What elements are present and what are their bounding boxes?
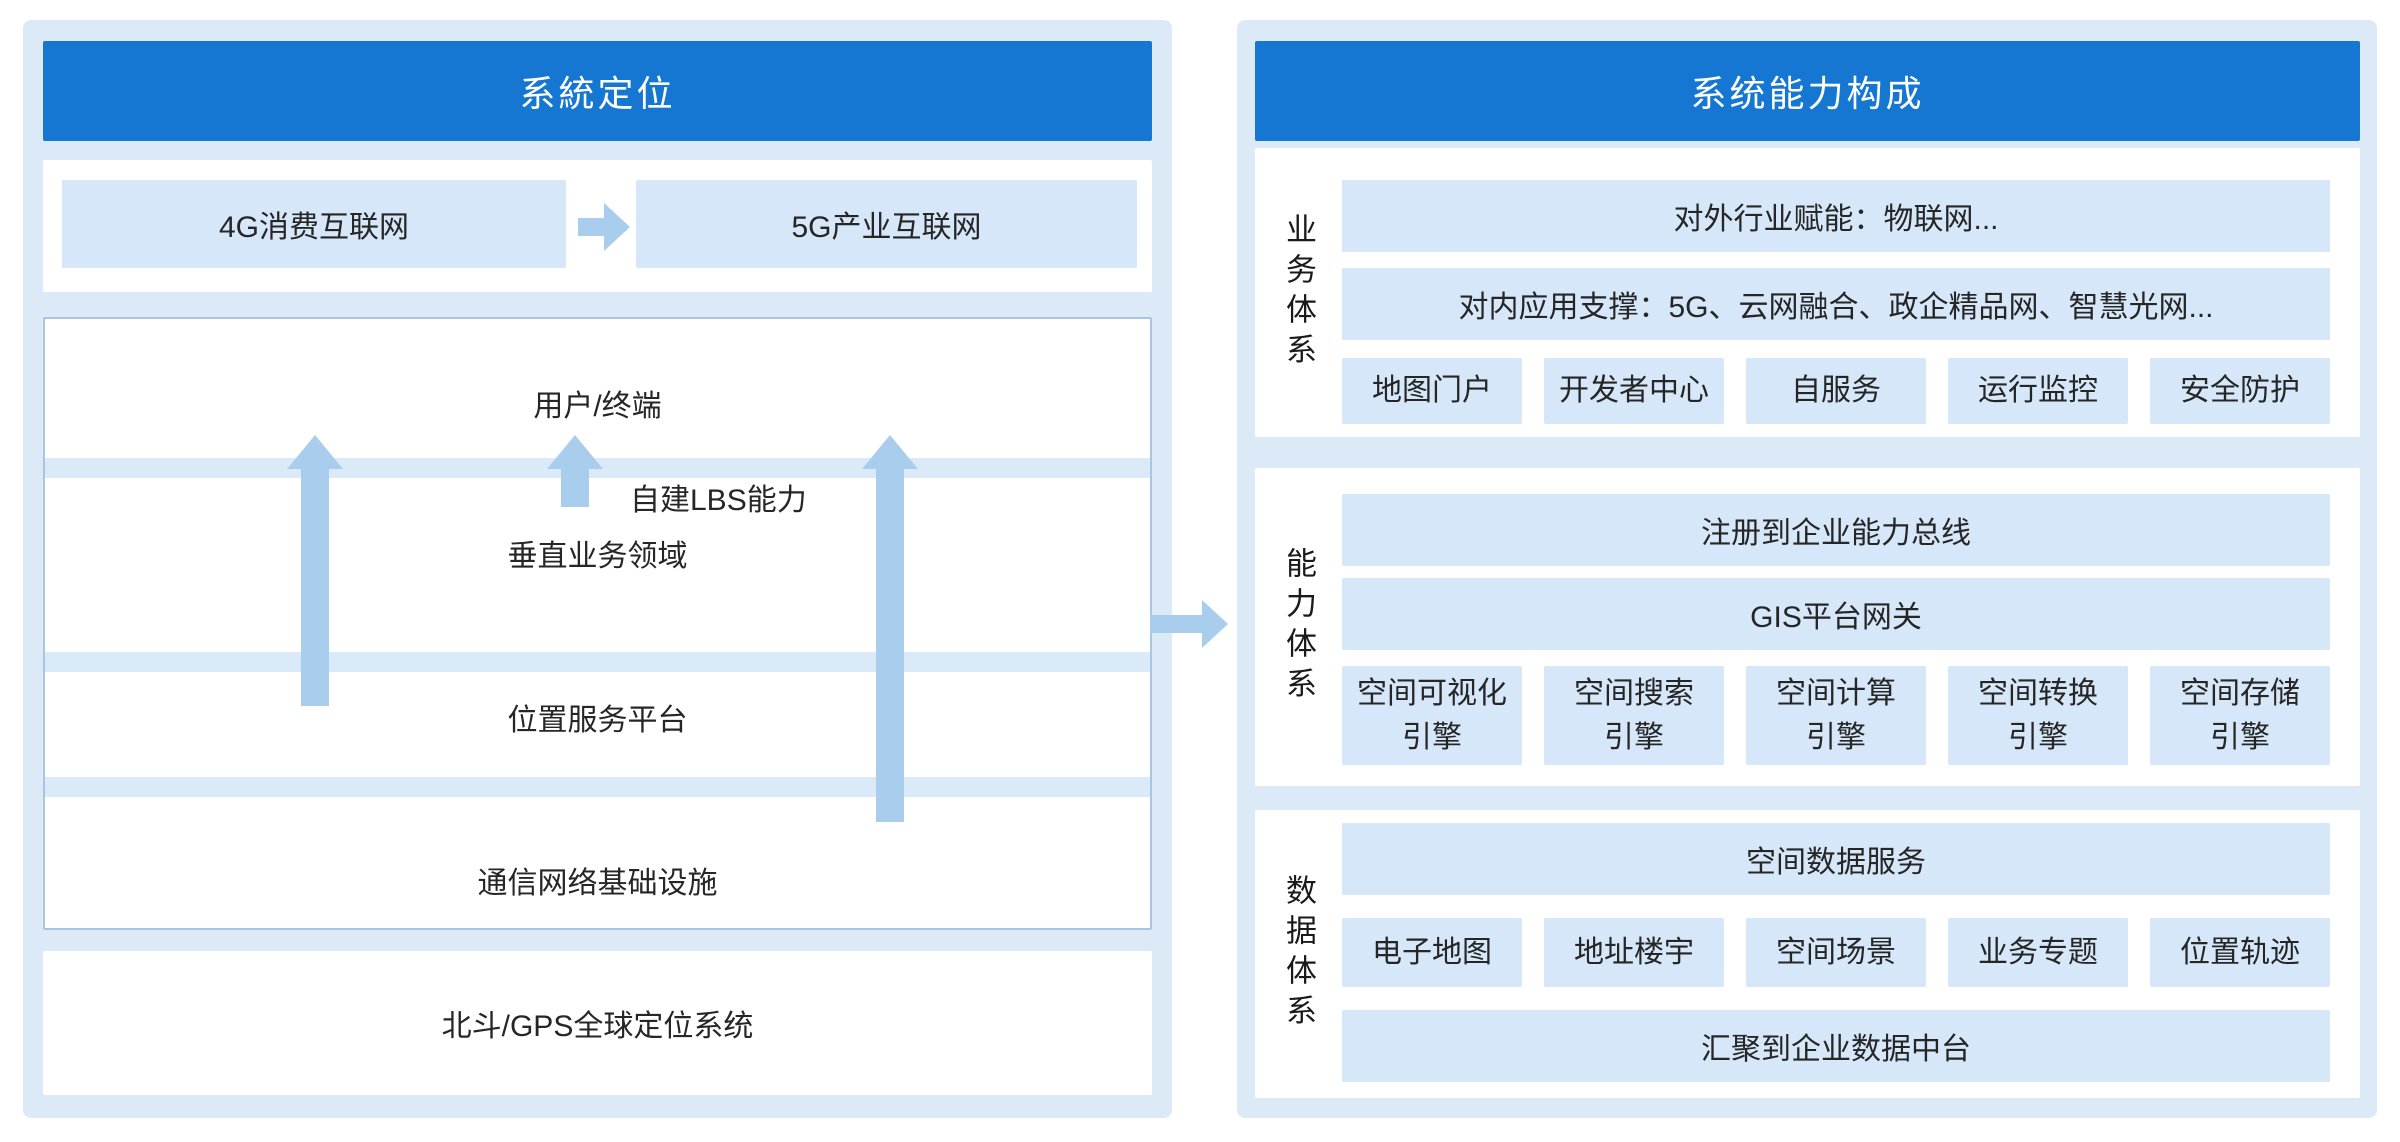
- box-beidou-gps: 北斗/GPS全球定位系统: [43, 951, 1152, 1095]
- engine-name: 空间存储: [2180, 676, 2300, 710]
- section-label-capability: 能力体系: [1281, 547, 1316, 707]
- box-spatial-search-engine: 空间搜索 引擎: [1544, 666, 1724, 765]
- layer-location-platform: 位置服务平台: [507, 704, 688, 737]
- arrow-shaft: [1150, 615, 1202, 633]
- right-panel-title: 系统能力构成: [1255, 41, 2360, 141]
- box-spatial-conversion-engine: 空间转换 引擎: [1948, 666, 2128, 765]
- engine-name: 空间计算: [1776, 676, 1896, 710]
- box-external-industry-empowerment: 对外行业赋能：物联网...: [1342, 180, 2330, 252]
- box-operation-monitoring: 运行监控: [1948, 358, 2128, 424]
- layer-network-infrastructure: 通信网络基础设施: [477, 867, 718, 900]
- box-internal-application-support: 对内应用支撑：5G、云网融合、政企精品网、智慧光网...: [1342, 268, 2330, 340]
- arrow-head: [287, 435, 343, 469]
- panels-connector-arrow-icon: [1150, 600, 1228, 648]
- arrow-head: [1202, 600, 1228, 648]
- section-capability-system: 能力体系 注册到企业能力总线 GIS平台网关 空间可视化 引擎 空间搜索 引擎 …: [1255, 468, 2360, 786]
- engine-name: 空间搜索: [1574, 676, 1694, 710]
- section-label-business: 业务体系: [1281, 212, 1316, 373]
- section-label-data: 数据体系: [1281, 874, 1316, 1034]
- box-business-topic: 业务专题: [1948, 918, 2128, 987]
- data-items-row: 电子地图 地址楼宇 空间场景 业务专题 位置轨迹: [1342, 918, 2330, 987]
- arrow-head: [547, 435, 603, 469]
- layer-divider-band: [45, 777, 1150, 797]
- box-register-capability-bus: 注册到企业能力总线: [1342, 494, 2330, 566]
- box-gis-platform-gateway: GIS平台网关: [1342, 578, 2330, 650]
- layer-divider-band: [45, 652, 1150, 672]
- box-4g-consumer-internet: 4G消费互联网: [62, 180, 566, 268]
- left-panel-title: 系統定位: [43, 41, 1152, 141]
- engine-suffix: 引擎: [2210, 720, 2270, 754]
- up-arrow-icon: [287, 435, 343, 706]
- arrow-shaft: [876, 469, 904, 822]
- engine-name: 空间可视化: [1357, 676, 1507, 710]
- up-arrow-icon: [547, 435, 603, 507]
- section-content: 注册到企业能力总线 GIS平台网关 空间可视化 引擎 空间搜索 引擎 空间计算 …: [1342, 468, 2330, 786]
- self-built-lbs-label: 自建LBS能力: [630, 484, 807, 517]
- section-business-system: 业务体系 对外行业赋能：物联网... 对内应用支撑：5G、云网融合、政企精品网、…: [1255, 148, 2360, 437]
- right-panel: 系统能力构成 业务体系 对外行业赋能：物联网... 对内应用支撑：5G、云网融合…: [1237, 20, 2377, 1118]
- arrow-shaft: [561, 469, 589, 507]
- section-content: 空间数据服务 电子地图 地址楼宇 空间场景 业务专题 位置轨迹 汇聚到企业数据中…: [1342, 810, 2330, 1098]
- arrow-head: [604, 203, 630, 251]
- business-items-row: 地图门户 开发者中心 自服务 运行监控 安全防护: [1342, 358, 2330, 424]
- box-developer-center: 开发者中心: [1544, 358, 1724, 424]
- engine-name: 空间转换: [1978, 676, 2098, 710]
- box-self-service: 自服务: [1746, 358, 1926, 424]
- section-content: 对外行业赋能：物联网... 对内应用支撑：5G、云网融合、政企精品网、智慧光网.…: [1342, 148, 2330, 437]
- arrow-shaft: [301, 469, 329, 706]
- box-spatial-data-service: 空间数据服务: [1342, 823, 2330, 895]
- arrow-head: [862, 435, 918, 469]
- box-location-trajectory: 位置轨迹: [2150, 918, 2330, 987]
- box-security-protection: 安全防护: [2150, 358, 2330, 424]
- box-map-portal: 地图门户: [1342, 358, 1522, 424]
- box-5g-industrial-internet: 5G产业互联网: [636, 180, 1137, 268]
- layer-user-terminal: 用户/终端: [533, 390, 662, 423]
- evolution-row: 4G消费互联网 5G产业互联网: [43, 160, 1152, 292]
- box-aggregate-data-platform: 汇聚到企业数据中台: [1342, 1010, 2330, 1082]
- stack-box: 用户/终端 垂直业务领域 位置服务平台 通信网络基础设施 自建LBS能力: [43, 317, 1152, 930]
- engine-suffix: 引擎: [1402, 720, 1462, 754]
- box-spatial-computing-engine: 空间计算 引擎: [1746, 666, 1926, 765]
- left-panel: 系統定位 4G消费互联网 5G产业互联网 用户/终端 垂直业务领域 位置服务平台…: [23, 20, 1172, 1118]
- engine-suffix: 引擎: [2008, 720, 2068, 754]
- up-arrow-icon: [862, 435, 918, 822]
- section-data-system: 数据体系 空间数据服务 电子地图 地址楼宇 空间场景 业务专题 位置轨迹 汇聚到…: [1255, 810, 2360, 1098]
- layer-vertical-business: 垂直业务领域: [507, 540, 688, 573]
- engine-suffix: 引擎: [1806, 720, 1866, 754]
- box-electronic-map: 电子地图: [1342, 918, 1522, 987]
- box-spatial-visualization-engine: 空间可视化 引擎: [1342, 666, 1522, 765]
- box-spatial-scene: 空间场景: [1746, 918, 1926, 987]
- box-address-building: 地址楼宇: [1544, 918, 1724, 987]
- box-spatial-storage-engine: 空间存储 引擎: [2150, 666, 2330, 765]
- evolution-right-arrow-icon: [578, 203, 630, 251]
- engine-items-row: 空间可视化 引擎 空间搜索 引擎 空间计算 引擎 空间转换 引擎: [1342, 666, 2330, 765]
- arrow-shaft: [578, 218, 604, 236]
- engine-suffix: 引擎: [1604, 720, 1664, 754]
